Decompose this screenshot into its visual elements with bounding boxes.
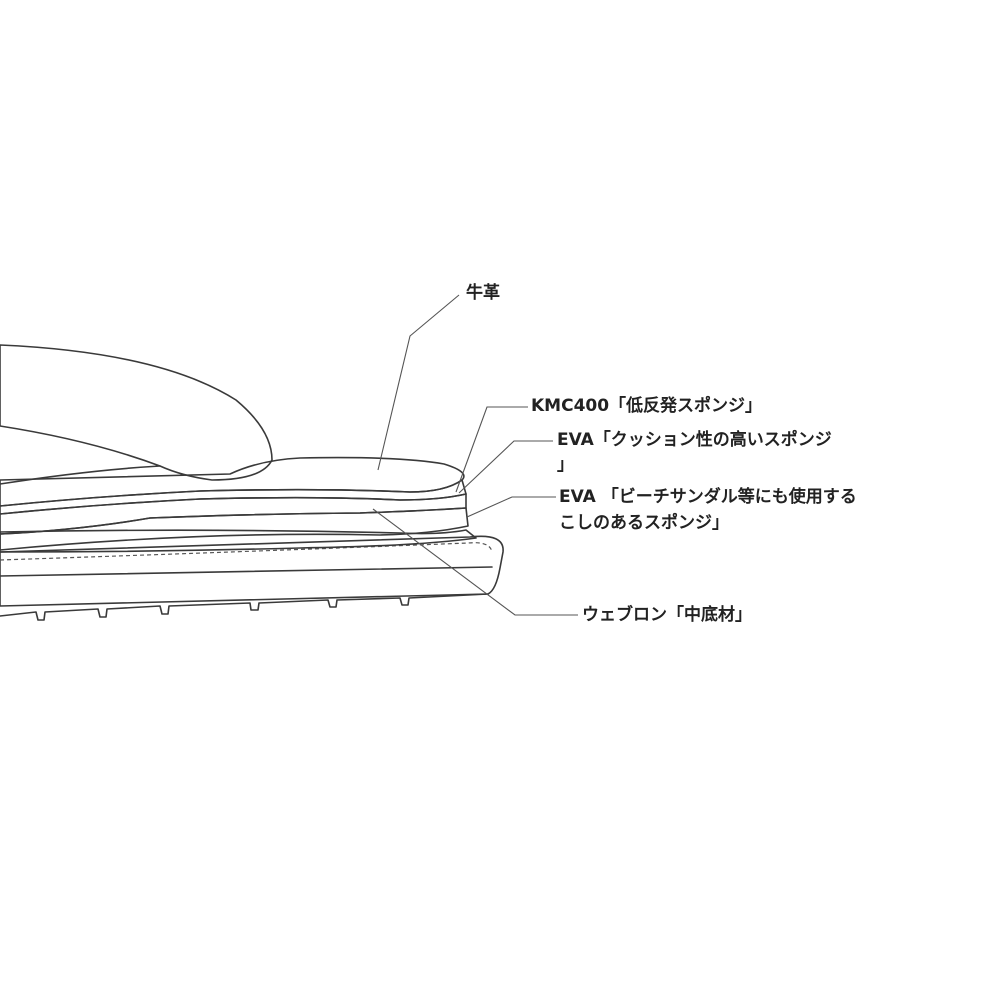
label-eva-beach-line2: こしのあるスポンジ」: [559, 512, 729, 533]
webron-layer: [0, 529, 477, 553]
leader-kmc400: [455, 406, 528, 493]
label-kmc400: KMC400「低反発スポンジ」: [531, 395, 762, 416]
leader-eva-cushion: [458, 440, 553, 494]
leader-eva-beach: [466, 496, 556, 518]
leader-webron: [372, 508, 578, 616]
outsole-stitch-line: [0, 542, 493, 561]
outsole-body: [0, 535, 504, 607]
outsole: [0, 535, 504, 621]
label-leather: 牛革: [466, 282, 500, 303]
label-eva-cushion-line1: EVA「クッション性の高いスポンジ: [557, 429, 832, 450]
label-webron: ウェブロン「中底材」: [582, 604, 752, 625]
outsole-bottom-edge: [0, 566, 493, 577]
thong-strap: [0, 344, 273, 481]
leader-lines: [372, 294, 578, 616]
leader-leather: [377, 294, 460, 471]
label-eva-beach-line1: EVA 「ビーチサンダル等にも使用する: [559, 486, 857, 507]
tread-notches: [0, 593, 489, 621]
kmc400-layer: [0, 479, 467, 515]
label-eva-cushion-line2: 」: [557, 455, 574, 475]
thong-strap-inner: [0, 465, 161, 485]
